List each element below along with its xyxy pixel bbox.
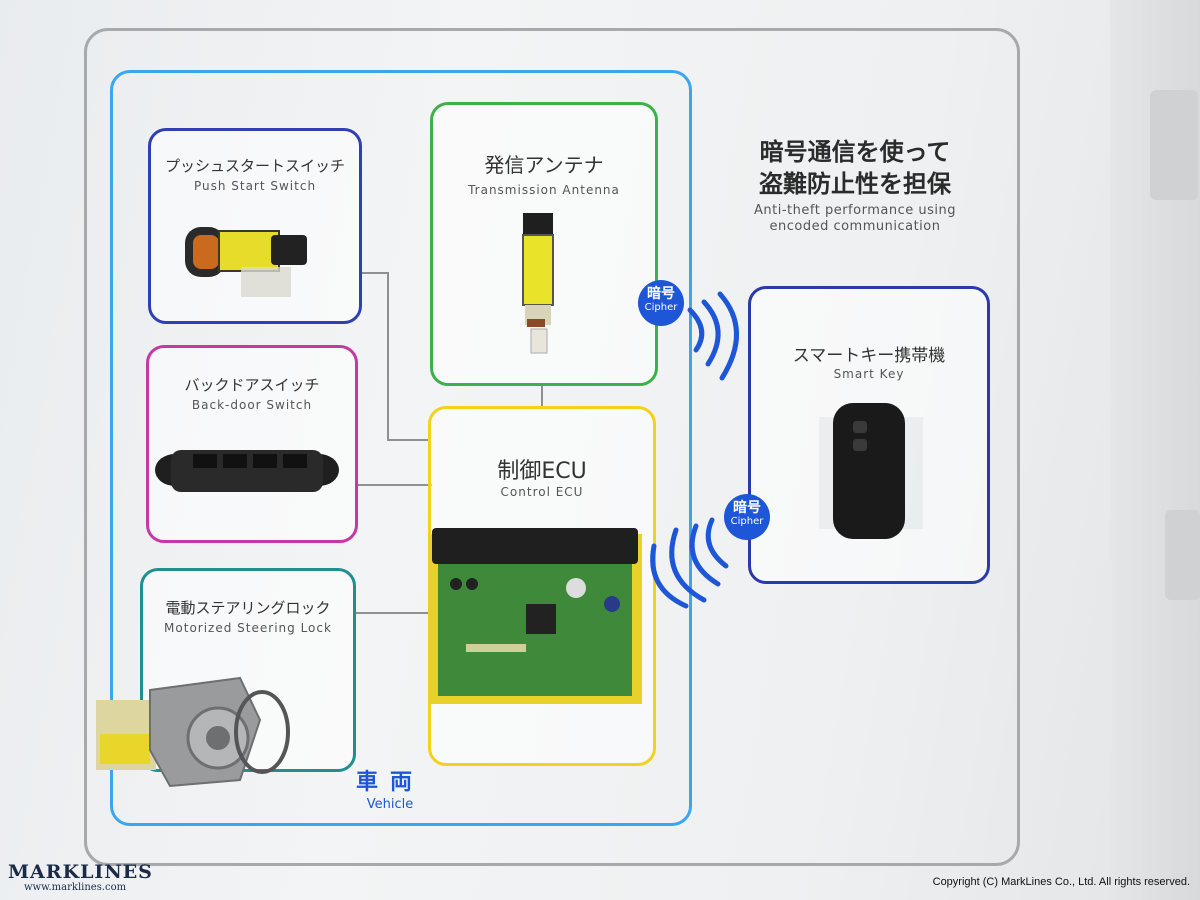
back-door-title-jp: バックドアスイッチ bbox=[184, 376, 320, 394]
smart-key-title-en: Smart Key bbox=[833, 367, 905, 381]
steering-lock-title-en: Motorized Steering Lock bbox=[164, 621, 332, 635]
smart-key-title-jp: スマートキー携帯機 bbox=[792, 346, 946, 366]
vehicle-label-jp: 車両 bbox=[355, 770, 424, 795]
signal-waves-antenna bbox=[687, 291, 739, 381]
display-hook-top bbox=[1150, 90, 1198, 200]
cipher-badge-antenna: 暗号 Cipher bbox=[638, 280, 684, 326]
back-door-switch-photo bbox=[155, 450, 339, 492]
cipher-badge-jp: 暗号 bbox=[647, 286, 675, 302]
vehicle-label-en: Vehicle bbox=[366, 797, 414, 812]
cipher-badge-en: Cipher bbox=[730, 516, 764, 527]
copyright-notice: Copyright (C) MarkLines Co., Ltd. All ri… bbox=[932, 876, 1190, 888]
steering-lock-title-jp: 電動ステアリングロック bbox=[165, 599, 331, 617]
card-smart-key: スマートキー携帯機 Smart Key bbox=[748, 286, 990, 584]
connector-steering-ecu bbox=[354, 612, 432, 614]
headline-jp-line1: 暗号通信を使って bbox=[759, 138, 951, 166]
headline-en: Anti-theft performance using encoded com… bbox=[730, 203, 980, 235]
logo-text: MarkLines bbox=[8, 861, 153, 883]
antenna-title-jp: 発信アンテナ bbox=[484, 153, 604, 177]
transmission-antenna-photo bbox=[522, 213, 554, 354]
connector-antenna-ecu bbox=[541, 384, 543, 408]
cipher-badge-jp: 暗号 bbox=[733, 500, 761, 516]
smart-key-photo bbox=[819, 403, 923, 539]
push-start-title-en: Push Start Switch bbox=[193, 179, 317, 193]
display-board bbox=[84, 28, 1020, 866]
card-push-start-switch: プッシュスタートスイッチ Push Start Switch bbox=[148, 128, 362, 324]
connector-push-start-vertical bbox=[387, 272, 389, 440]
cipher-badge-smart-key: 暗号 Cipher bbox=[724, 494, 770, 540]
marklines-logo: MarkLines www.marklines.com bbox=[8, 862, 153, 894]
headline-jp-line2: 盗難防止性を担保 bbox=[759, 170, 951, 198]
vehicle-boundary bbox=[110, 70, 692, 826]
logo-url: www.marklines.com bbox=[24, 882, 127, 893]
headline-en-line2: encoded communication bbox=[769, 219, 941, 234]
card-back-door-switch: バックドアスイッチ Back-door Switch bbox=[146, 345, 358, 543]
steering-lock-photo bbox=[96, 676, 290, 788]
push-start-title-jp: プッシュスタートスイッチ bbox=[164, 157, 345, 175]
card-transmission-antenna: 発信アンテナ Transmission Antenna bbox=[430, 102, 658, 386]
connector-backdoor-ecu bbox=[356, 484, 432, 486]
control-ecu-photo bbox=[428, 528, 642, 704]
ecu-title-jp: 制御ECU bbox=[497, 459, 587, 484]
antenna-title-en: Transmission Antenna bbox=[468, 183, 620, 197]
connector-push-start-ecu bbox=[387, 439, 431, 441]
back-door-title-en: Back-door Switch bbox=[191, 398, 313, 412]
display-hook-bottom bbox=[1165, 510, 1200, 600]
headline-en-line1: Anti-theft performance using bbox=[754, 203, 956, 218]
cipher-badge-en: Cipher bbox=[644, 302, 678, 313]
push-start-switch-photo bbox=[185, 227, 307, 297]
connector-push-start bbox=[360, 272, 388, 274]
headline-jp: 暗号通信を使って 盗難防止性を担保 bbox=[730, 136, 980, 200]
signal-waves-ecu bbox=[650, 517, 729, 609]
ecu-title-en: Control ECU bbox=[500, 485, 584, 499]
